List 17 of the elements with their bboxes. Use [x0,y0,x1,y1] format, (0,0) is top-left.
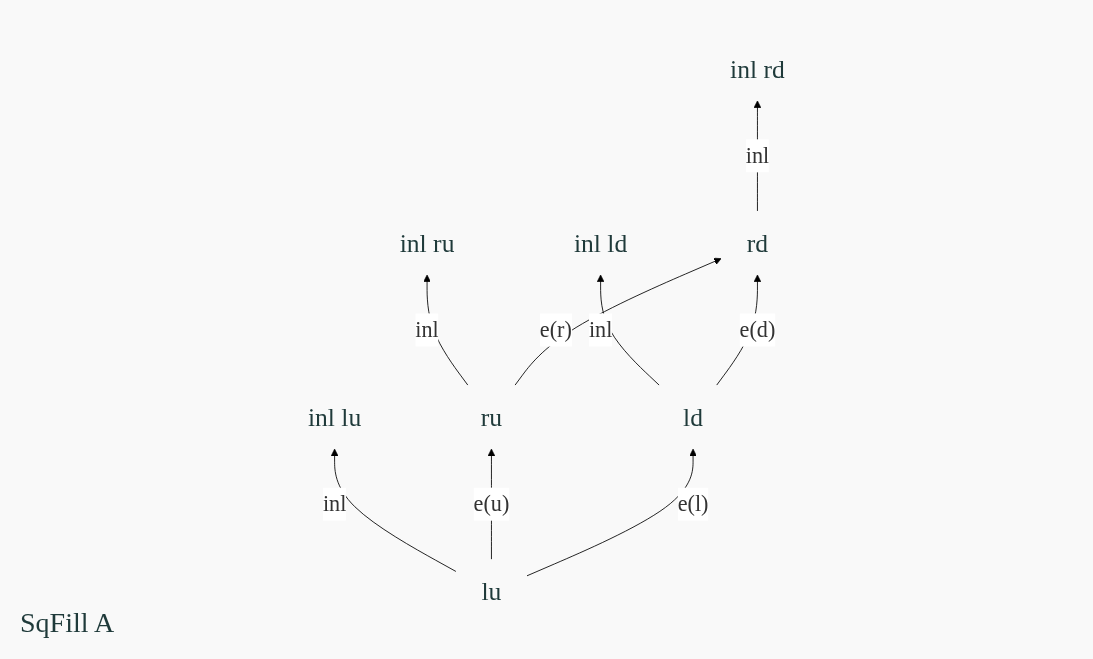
node-text: inl ld [574,228,628,257]
edge-label: inl [589,317,613,342]
node-text: inl rd [730,54,785,83]
edge-label: inl [745,143,770,168]
node-text: lu [481,576,502,605]
edge-label: inl [323,491,347,516]
edge-label: e(u) [473,491,510,516]
edge-label: inl [415,317,439,342]
node-text: ru [480,402,503,431]
node-text: ld [683,402,704,431]
node-text: inl ru [399,228,455,257]
node-text: inl lu [308,402,362,431]
edge-label: e(r) [539,317,572,342]
edge-label: e(l) [677,491,709,516]
diagram-label: SqFill A [20,607,115,638]
edge-label: e(d) [739,317,776,342]
node-text: rd [746,228,769,257]
